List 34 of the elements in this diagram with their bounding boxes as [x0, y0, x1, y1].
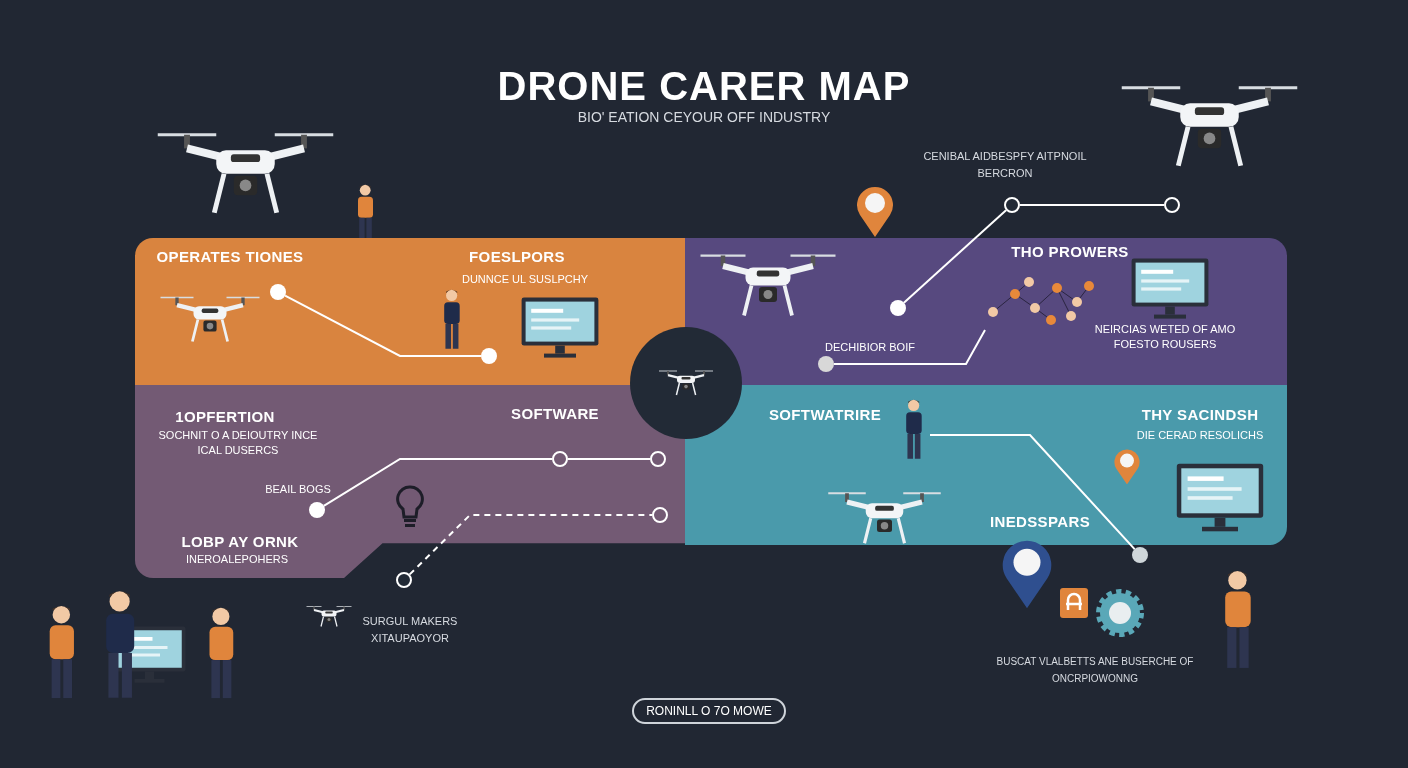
section-heading: THO PROWERS [1010, 242, 1130, 262]
title: DRONE CARER MAP [496, 63, 912, 110]
section-heading: FOESLPORS [468, 247, 566, 267]
note-text: BUSCAT VLALBETTS ANE BUSERCHE OF ONCRPIOWONNG [995, 655, 1195, 686]
connector-line [833, 329, 986, 365]
connector-line [284, 294, 482, 357]
section-text: INEROALEPOHERS [184, 552, 290, 567]
section-text: SOCHNIT O A DEIOUTRY INCE ICAL DUSERCS [157, 428, 319, 458]
connector-line [408, 514, 653, 576]
section-text: BEAIL BOGS [264, 482, 332, 497]
connector-line [929, 434, 1136, 551]
section-heading: LOBP AY ORNK [180, 532, 300, 552]
section-panel [685, 385, 1287, 545]
connector-line [567, 458, 651, 460]
subtitle: BIO' EATION CEYOUR OFF INDUSTRY [576, 108, 832, 127]
section-heading: SOFTWATRIRE [767, 405, 883, 425]
section-heading: THY SACINDSH [1140, 405, 1260, 425]
section-text: DECHIBIOR BOIF [824, 340, 916, 355]
section-panel [135, 385, 685, 578]
section-panel [685, 238, 1287, 385]
section-heading: SOFTWARE [510, 404, 600, 424]
section-text: NEIRCIAS WETED OF AMO FOESTO ROUSERS [1093, 322, 1237, 352]
section-text: DIE CERAD RESOLICHS [1135, 428, 1265, 443]
note-text: CENIBAL AIDBESPFY AITPNOIL BERCRON [922, 149, 1088, 181]
connector-line [1019, 204, 1165, 206]
section-heading: 1OPFERTION [174, 407, 276, 427]
section-heading: INEDSSPARS [988, 512, 1092, 532]
connector-line [902, 209, 1008, 304]
pill-button: RONINLL O 7O MOWE [632, 698, 786, 724]
section-heading: OPERATES TIONES [155, 247, 305, 267]
note-text: SURGUL MAKERS XITAUPAOYOR [361, 614, 459, 646]
section-panel [135, 238, 685, 385]
connector-line [322, 458, 553, 507]
section-text: DUNNCE UL SUSLPCHY [460, 272, 590, 287]
